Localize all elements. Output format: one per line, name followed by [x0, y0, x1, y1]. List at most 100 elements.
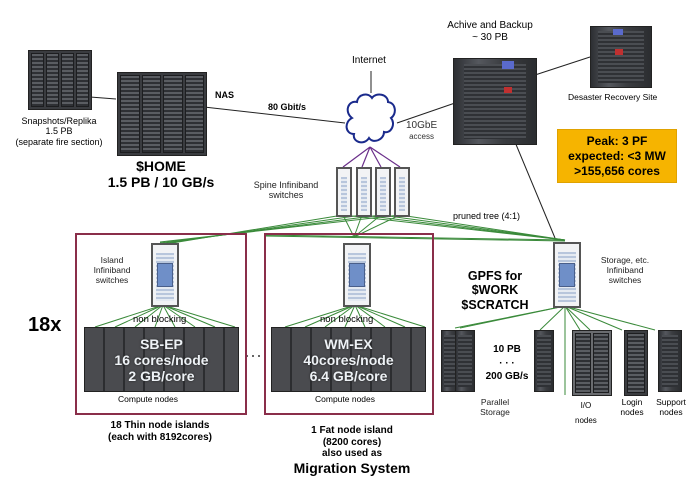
support-line2: nodes: [659, 406, 683, 417]
spine-switch-3: [375, 167, 391, 217]
parallel-storage-rack-3: [534, 330, 554, 392]
thin-compute-nodes: SB-EP 16 cores/node 2 GB/core: [84, 327, 239, 392]
storage-switch-line2: Infiniband: [606, 264, 644, 275]
link-snapshots-home: [89, 96, 117, 100]
fat-island-caption: 1 Fat node island (8200 cores) also used…: [272, 425, 432, 476]
link-archive-storage-switch: [514, 141, 556, 239]
thin-island-caption: 18 Thin node islands (each with 8192core…: [80, 420, 240, 443]
fat-compute-nodes: WM-EX 40cores/node 6.4 GB/core: [271, 327, 426, 392]
archive-title: Achive and Backup: [447, 20, 533, 31]
archive-label: Achive and Backup ~ 30 PB: [440, 20, 540, 43]
storage-switch-line1: Storage, etc.: [600, 255, 650, 265]
parallel-line2: Storage: [480, 406, 510, 417]
thin-memory-per-core: 2 GB/core: [128, 368, 195, 385]
login-line2: nodes: [620, 406, 644, 417]
island-switch-line3: switches: [95, 274, 129, 285]
peak-power: expected: <3 MW: [568, 149, 666, 163]
spine-switch-4: [394, 167, 410, 217]
island-multiplier: 18x: [28, 314, 62, 336]
home-storage-rack: [117, 72, 207, 156]
gpfs-scratch: $SCRATCH: [461, 297, 529, 312]
migration-system-label: Migration System: [293, 459, 411, 476]
internet-cloud-icon: [345, 93, 396, 144]
thin-cpu-type: SB-EP: [140, 336, 183, 352]
support-nodes-rack: [658, 330, 682, 392]
tengbe-line2: access: [409, 131, 435, 141]
peak-flops: Peak: 3 PF: [586, 134, 648, 148]
support-line1: Support: [656, 397, 686, 407]
fat-memory-per-core: 6.4 GB/core: [309, 368, 388, 385]
parallel-storage-specs: 10 PB · · · 200 GB/s: [482, 343, 532, 384]
fat-node-island: [264, 233, 434, 415]
snapshots-capacity: 1.5 PB: [45, 126, 73, 137]
spine-links: [342, 146, 401, 168]
parallel-line1: Parallel: [480, 397, 510, 407]
home-label: $HOME 1.5 PB / 10 GB/s: [86, 158, 236, 190]
gpfs-label: GPFS for $WORK $SCRATCH: [455, 269, 535, 312]
archive-tape-library: [453, 58, 537, 145]
fat-caption-line1: 1 Fat node island: [311, 425, 393, 436]
tengbe-line1: 10GbE: [406, 120, 438, 131]
spine-label: Spine Infiniband switches: [240, 180, 332, 201]
link-home-internet: [203, 106, 346, 124]
fat-cores-per-node: 40cores/node: [303, 352, 394, 369]
snapshots-label: Snapshots/Replika 1.5 PB (separate fire …: [0, 116, 118, 147]
island-switch-line1: Island: [100, 255, 124, 265]
pruned-tree-label: pruned tree (4:1): [453, 211, 521, 221]
thin-caption-line2: (each with 8192cores): [108, 431, 212, 443]
internet-label: Internet: [352, 55, 386, 66]
io-nodes-rack: [572, 330, 612, 396]
archive-capacity: ~ 30 PB: [472, 31, 508, 43]
fat-non-blocking-label: non blocking: [320, 314, 374, 325]
io-line1: I/O: [580, 401, 592, 410]
thin-cores-per-node: 16 cores/node: [114, 352, 209, 369]
snapshots-title: Snapshots/Replika: [21, 116, 97, 126]
nas-label: NAS: [215, 90, 235, 100]
spine-line1: Spine Infiniband: [253, 180, 319, 190]
thin-island-switch: [151, 243, 179, 307]
thin-island-switch-label: Island Infiniband switches: [82, 255, 142, 285]
spine-switch-1: [336, 167, 352, 217]
thin-non-blocking-label: non blocking: [133, 314, 187, 325]
thin-caption-line1: 18 Thin node islands: [110, 420, 210, 431]
fat-caption-line3: also used as: [321, 448, 383, 459]
gpfs-line1: GPFS for: [467, 269, 523, 283]
link-internet-archive: [396, 102, 456, 124]
thin-node-island: [75, 233, 247, 415]
storage-switch: [553, 242, 581, 308]
parallel-storage-speed: 200 GB/s: [485, 371, 529, 382]
login-nodes-rack: [624, 330, 648, 396]
fat-caption-line2: (8200 cores): [322, 436, 382, 448]
gpfs-work: $WORK: [471, 283, 519, 298]
support-nodes-label: Support nodes: [651, 397, 691, 418]
home-title: $HOME: [136, 158, 186, 174]
spine-line2: switches: [268, 190, 304, 201]
snapshots-note: (separate fire section): [15, 136, 103, 147]
fat-cpu-type: WM-EX: [324, 336, 373, 352]
parallel-storage-dots: · · ·: [499, 357, 515, 369]
peak-performance-box: Peak: 3 PF expected: <3 MW >155,656 core…: [557, 129, 677, 183]
login-line1: Login: [621, 397, 643, 407]
bandwidth-label: 80 Gbit/s: [268, 102, 307, 112]
disaster-recovery-label: Desaster Recovery Site: [568, 92, 658, 102]
io-line2: nodes: [575, 416, 597, 426]
fat-compute-label: Compute nodes: [315, 394, 376, 404]
storage-switch-line3: switches: [608, 274, 642, 285]
parallel-storage-rack-2: [455, 330, 475, 392]
parallel-storage-label: Parallel Storage: [470, 397, 520, 418]
parallel-storage-capacity: 10 PB: [493, 344, 521, 355]
disaster-recovery-rack: [590, 26, 652, 88]
io-nodes-label: I/O nodes: [575, 398, 597, 428]
infiniband-links: [94, 214, 656, 395]
peak-cores: >155,656 cores: [574, 164, 660, 178]
login-nodes-label: Login nodes: [617, 397, 647, 418]
thin-compute-label: Compute nodes: [118, 394, 179, 404]
tengbe-label: 10GbE access: [406, 120, 437, 141]
link-archive-disaster: [534, 56, 591, 76]
fat-island-switch: [343, 243, 371, 307]
island-switch-line2: Infiniband: [93, 264, 131, 275]
home-capacity: 1.5 PB / 10 GB/s: [107, 174, 215, 191]
snapshots-storage-rack: [28, 50, 92, 110]
storage-switch-label: Storage, etc. Infiniband switches: [585, 255, 665, 285]
